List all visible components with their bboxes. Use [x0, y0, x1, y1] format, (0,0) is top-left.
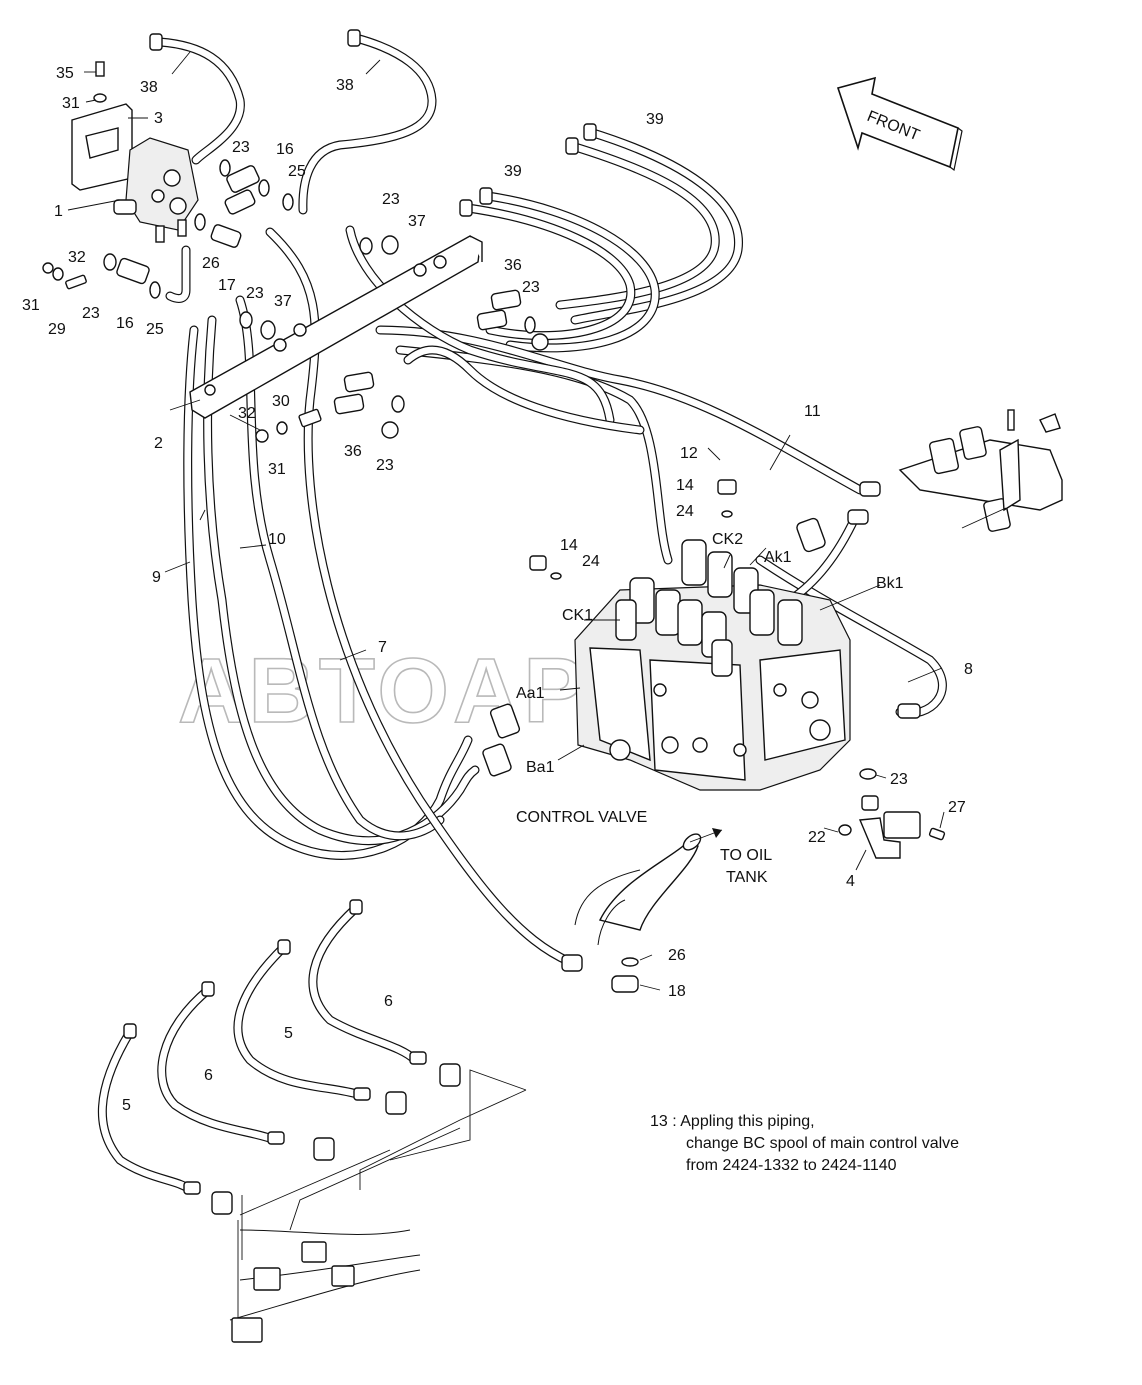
part-label-23: 23 — [232, 139, 250, 156]
part-label-6: 6 — [204, 1067, 213, 1084]
part-label-1: 1 — [54, 203, 63, 220]
control-valve-block — [482, 479, 851, 791]
part-label-22: 22 — [808, 829, 826, 846]
part-label-38: 38 — [140, 79, 158, 96]
port-label-bk1: Bk1 — [876, 575, 904, 592]
part-label-32: 32 — [238, 405, 256, 422]
part-label-8: 8 — [964, 661, 973, 678]
part-label-23: 23 — [890, 771, 908, 788]
note-line-1: 13 : Appling this piping, — [650, 1113, 815, 1130]
part-label-36: 36 — [504, 257, 522, 274]
oil-tank-pipe — [574, 828, 723, 993]
pilot-valve-assembly — [71, 103, 199, 243]
part-label-2: 2 — [154, 435, 163, 452]
part-label-24: 24 — [582, 553, 600, 570]
part-label-27: 27 — [948, 799, 966, 816]
note-block: 13 : Appling this piping, change BC spoo… — [650, 1113, 959, 1174]
part-number-labels: 35 31 38 3 38 1 23 16 25 32 31 29 23 16 … — [22, 65, 973, 1114]
part-label-37: 37 — [274, 293, 292, 310]
part-label-11: 11 — [804, 403, 821, 420]
part-label-23: 23 — [522, 279, 540, 296]
part-label-7: 7 — [378, 639, 387, 656]
part-label-26: 26 — [202, 255, 220, 272]
part-label-25: 25 — [146, 321, 164, 338]
control-valve-label: CONTROL VALVE — [516, 809, 647, 826]
part-label-36: 36 — [344, 443, 362, 460]
part-label-17: 17 — [218, 277, 236, 294]
part-label-38: 38 — [336, 77, 354, 94]
part-label-39: 39 — [504, 163, 522, 180]
front-arrow: FRONT — [836, 76, 963, 172]
part-label-24: 24 — [676, 503, 694, 520]
port-label-aa1: Aa1 — [516, 685, 545, 702]
part-label-9: 9 — [152, 569, 161, 586]
note-line-3: from 2424-1332 to 2424-1140 — [686, 1157, 897, 1174]
manifold-bracket — [189, 235, 483, 419]
part-label-31: 31 — [62, 95, 80, 112]
part-label-23: 23 — [82, 305, 100, 322]
small-fittings — [42, 61, 549, 443]
note-line-2: change BC spool of main control valve — [686, 1135, 959, 1152]
leader-lines — [67, 51, 1007, 1231]
part-label-23: 23 — [246, 285, 264, 302]
part-label-35: 35 — [56, 65, 74, 82]
oil-tank-label-line2: TANK — [726, 869, 768, 886]
part-label-18: 18 — [668, 983, 686, 1000]
hose-group — [97, 33, 947, 1195]
part-label-37: 37 — [408, 213, 426, 230]
part-label-10: 10 — [268, 531, 286, 548]
part-label-39: 39 — [646, 111, 664, 128]
valve-caps — [615, 539, 803, 677]
oil-tank-label-line1: TO OIL — [720, 847, 772, 864]
part-label-5: 5 — [284, 1025, 293, 1042]
port-label-ck1: CK1 — [562, 607, 593, 624]
part-label-12: 12 — [680, 445, 698, 462]
part-label-14: 14 — [676, 477, 694, 494]
port-label-ck2: CK2 — [712, 531, 743, 548]
hose-fittings — [123, 29, 921, 1195]
port-labels: CK2 CK1 Ak1 Bk1 Aa1 Ba1 — [516, 531, 904, 776]
flange-pads — [211, 1063, 461, 1215]
part-label-16: 16 — [116, 315, 134, 332]
part-label-3: 3 — [154, 110, 163, 127]
part-label-14: 14 — [560, 537, 578, 554]
part-label-23: 23 — [382, 191, 400, 208]
part-label-16: 16 — [276, 141, 294, 158]
port-label-ba1: Ba1 — [526, 759, 555, 776]
part-label-31: 31 — [22, 297, 40, 314]
part-label-25: 25 — [288, 163, 306, 180]
lower-manifold — [211, 1063, 461, 1343]
part-label-31: 31 — [268, 461, 286, 478]
part-label-29: 29 — [48, 321, 66, 338]
right-pipe-assembly — [838, 409, 1063, 859]
part-label-4: 4 — [846, 873, 855, 890]
part-label-5: 5 — [122, 1097, 131, 1114]
part-label-32: 32 — [68, 249, 86, 266]
part-label-23: 23 — [376, 457, 394, 474]
port-label-ak1: Ak1 — [764, 549, 792, 566]
part-label-30: 30 — [272, 393, 290, 410]
part-label-6: 6 — [384, 993, 393, 1010]
part-label-26: 26 — [668, 947, 686, 964]
